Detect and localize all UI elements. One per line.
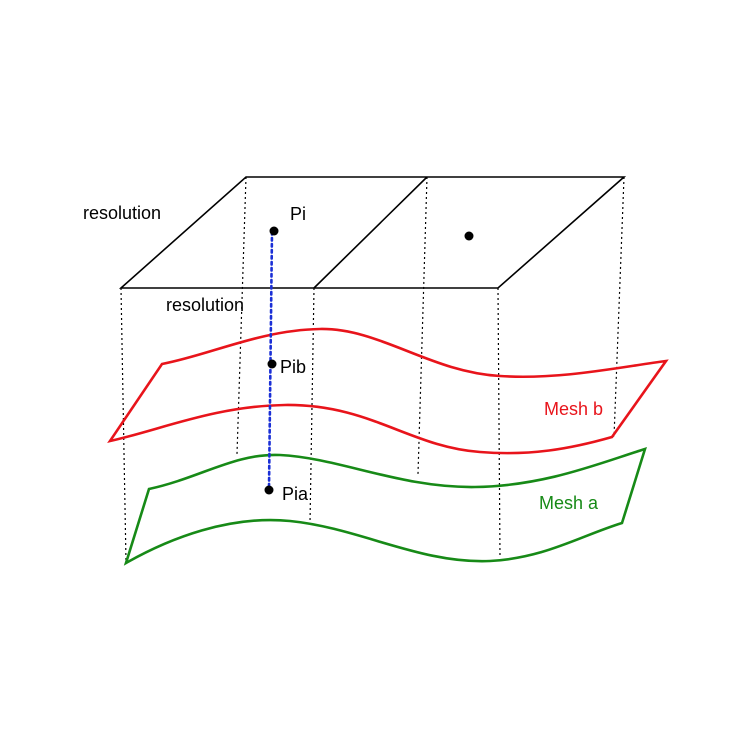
guide-line-front-middle — [309, 287, 315, 524]
mesh-b-surface — [107, 327, 669, 455]
pi-label: Pi — [290, 204, 306, 224]
point-pi — [269, 226, 279, 236]
top-grid — [118, 176, 627, 289]
top-grid-outline — [118, 176, 627, 289]
resolution-front-label: resolution — [166, 295, 244, 315]
guide-line-back-right — [613, 176, 625, 438]
pib-label: Pib — [280, 357, 306, 377]
guide-line-back-middle — [417, 176, 428, 475]
guide-line-front-left — [120, 287, 127, 563]
mesh-a-surface — [123, 447, 647, 566]
point-second-cell — [464, 231, 474, 241]
resolution-top-label: resolution — [83, 203, 161, 223]
point-pib — [267, 359, 277, 369]
mesh-a-label: Mesh a — [539, 493, 599, 513]
guide-line-front-right — [497, 287, 501, 559]
top-grid-divider — [313, 176, 428, 289]
point-pia — [264, 485, 274, 495]
pia-label: Pia — [282, 484, 309, 504]
guide-line-back-left — [236, 176, 247, 455]
points — [264, 226, 474, 495]
mesh-b-label: Mesh b — [544, 399, 603, 419]
